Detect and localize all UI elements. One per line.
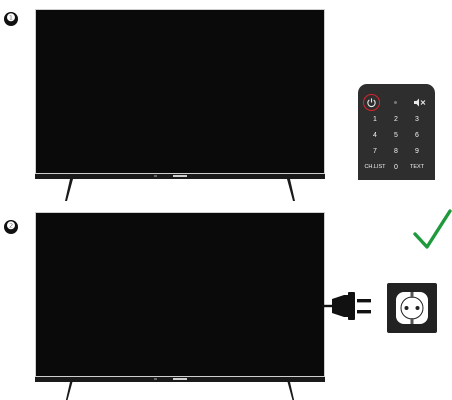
remote-control: 1 2 3 4 5 6 7 8 9 CH.LIST 0 TEXT xyxy=(358,84,435,180)
remote-key-4[interactable]: 4 xyxy=(367,131,383,140)
tv-led xyxy=(154,378,157,380)
tv-led xyxy=(154,175,157,177)
checkmark-icon xyxy=(412,208,452,252)
remote-key-9[interactable]: 9 xyxy=(409,147,425,156)
remote-key-6[interactable]: 6 xyxy=(409,131,425,140)
tv-leg-right xyxy=(285,179,295,201)
tv-step-1 xyxy=(35,9,325,204)
remote-key-1[interactable]: 1 xyxy=(367,115,383,124)
power-icon[interactable] xyxy=(366,97,377,108)
tv-screen xyxy=(35,9,325,174)
remote-key-text[interactable]: TEXT xyxy=(404,163,430,172)
tv-screen xyxy=(35,212,325,377)
remote-key-2[interactable]: 2 xyxy=(388,115,404,124)
tv-leg-left xyxy=(65,179,75,201)
step-1-number: ❶ xyxy=(4,12,18,26)
remote-key-7[interactable]: 7 xyxy=(367,147,383,156)
tv-step-2 xyxy=(35,212,325,400)
power-plug-icon xyxy=(322,286,374,326)
tv-leg-right xyxy=(285,382,295,400)
socket-face xyxy=(395,291,429,325)
remote-key-0[interactable]: 0 xyxy=(388,163,404,172)
wall-socket-icon xyxy=(387,283,437,333)
tv-logo xyxy=(173,175,187,177)
step-2-number: ❷ xyxy=(4,220,18,234)
tv-logo xyxy=(173,378,187,380)
mute-icon[interactable] xyxy=(414,98,426,107)
tv-leg-left xyxy=(65,382,75,400)
indicator-dot xyxy=(394,101,397,104)
remote-key-ch-list[interactable]: CH.LIST xyxy=(362,163,388,172)
remote-key-5[interactable]: 5 xyxy=(388,131,404,140)
remote-key-3[interactable]: 3 xyxy=(409,115,425,124)
remote-key-8[interactable]: 8 xyxy=(388,147,404,156)
